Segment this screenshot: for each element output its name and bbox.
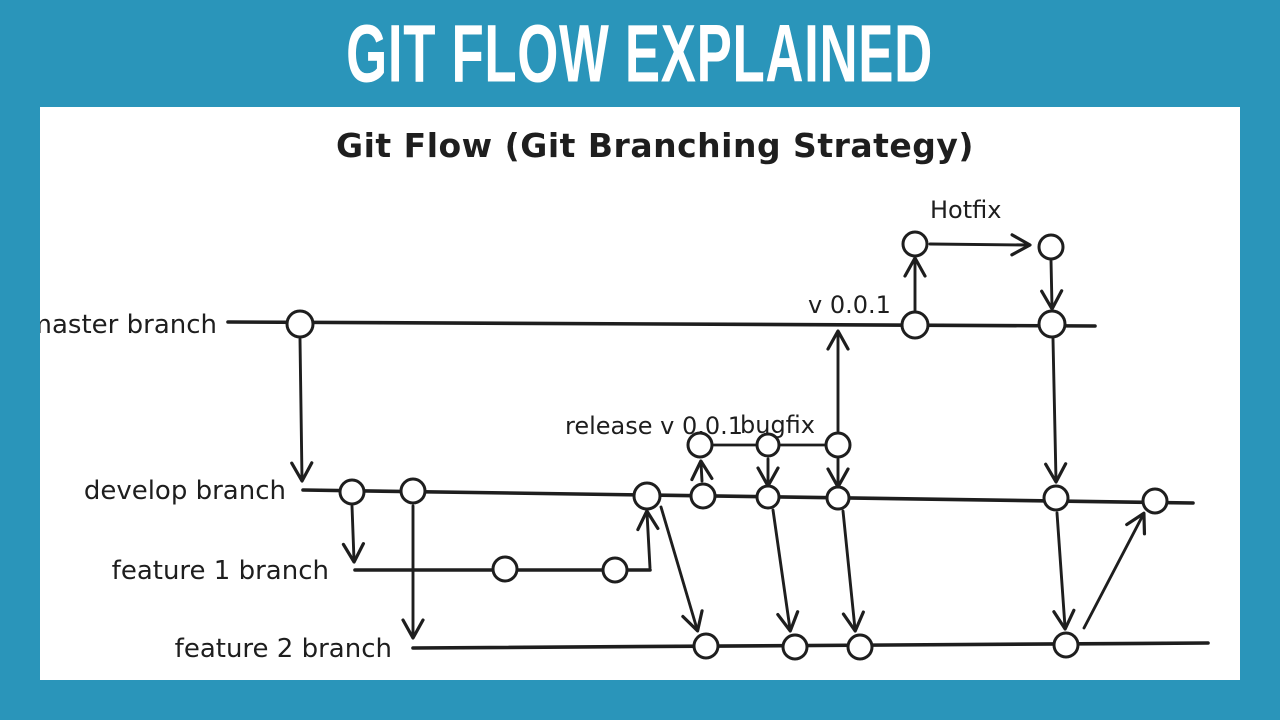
commit-node-master-1	[285, 309, 315, 339]
commit-node-master-3	[1037, 309, 1067, 339]
commit-node-develop-6	[825, 485, 851, 511]
arrow-hotfix-merge-master	[1040, 258, 1064, 311]
commit-node-release-3	[824, 431, 852, 459]
diagram-panel: Git Flow (Git Branching Strategy)	[27, 107, 1240, 680]
bugfix-label: bugfix	[740, 411, 815, 439]
commit-node-feature1-2	[601, 556, 629, 584]
commit-node-hotfix-2	[1037, 233, 1065, 261]
arrow-master-to-develop	[290, 337, 314, 483]
commit-node-release-2	[755, 432, 781, 458]
page-title: GIT FLOW EXPLAINED	[346, 7, 934, 99]
header-banner: GIT FLOW EXPLAINED	[0, 0, 1280, 107]
commit-node-feature2-3	[846, 633, 874, 661]
hotfix-label: Hotfix	[930, 196, 1001, 224]
arrow-develop-to-release	[690, 459, 714, 483]
commit-node-hotfix-1	[901, 230, 929, 258]
gitflow-diagram: Git Flow (Git Branching Strategy)	[27, 126, 1210, 664]
arrow-develop-sync-feature2-1	[659, 505, 704, 633]
commit-node-master-2	[900, 310, 930, 340]
feature2-branch-line	[411, 641, 1210, 650]
commit-node-develop-7	[1042, 484, 1070, 512]
master-branch-label: master branch	[40, 310, 217, 340]
commit-node-develop-5	[755, 484, 781, 510]
commit-node-release-1	[686, 431, 714, 459]
arrow-master-to-develop-sync	[1044, 337, 1068, 484]
arrow-develop-to-feature2-sync	[1052, 511, 1076, 631]
arrow-develop-to-feature1	[341, 504, 366, 564]
release-label: release v 0.0.1	[565, 412, 743, 440]
commit-node-feature2-4	[1052, 631, 1080, 659]
feature2-branch-label: feature 2 branch	[175, 634, 392, 664]
feature1-branch-label: feature 1 branch	[112, 556, 329, 586]
arrow-feature1-merge-develop	[636, 509, 660, 570]
commit-node-develop-2	[399, 477, 427, 505]
arrow-hotfix-commit	[928, 233, 1032, 257]
commit-node-develop-3	[632, 481, 662, 511]
commit-node-feature1-1	[491, 555, 519, 583]
commit-node-develop-8	[1141, 487, 1169, 515]
arrow-feature2-merge-develop	[1082, 511, 1147, 630]
arrow-develop-sync-feature2-2	[771, 508, 800, 633]
diagram-title: Git Flow (Git Branching Strategy)	[336, 126, 974, 165]
commit-node-feature2-1	[692, 632, 720, 660]
commit-node-feature2-2	[781, 633, 809, 661]
arrow-develop-sync-feature2-3	[841, 509, 865, 633]
develop-branch-label: develop branch	[84, 476, 286, 506]
commit-node-develop-1	[338, 478, 366, 506]
commit-node-develop-4	[689, 482, 717, 510]
master-branch-line	[226, 320, 1097, 328]
version-label: v 0.0.1	[808, 291, 891, 319]
